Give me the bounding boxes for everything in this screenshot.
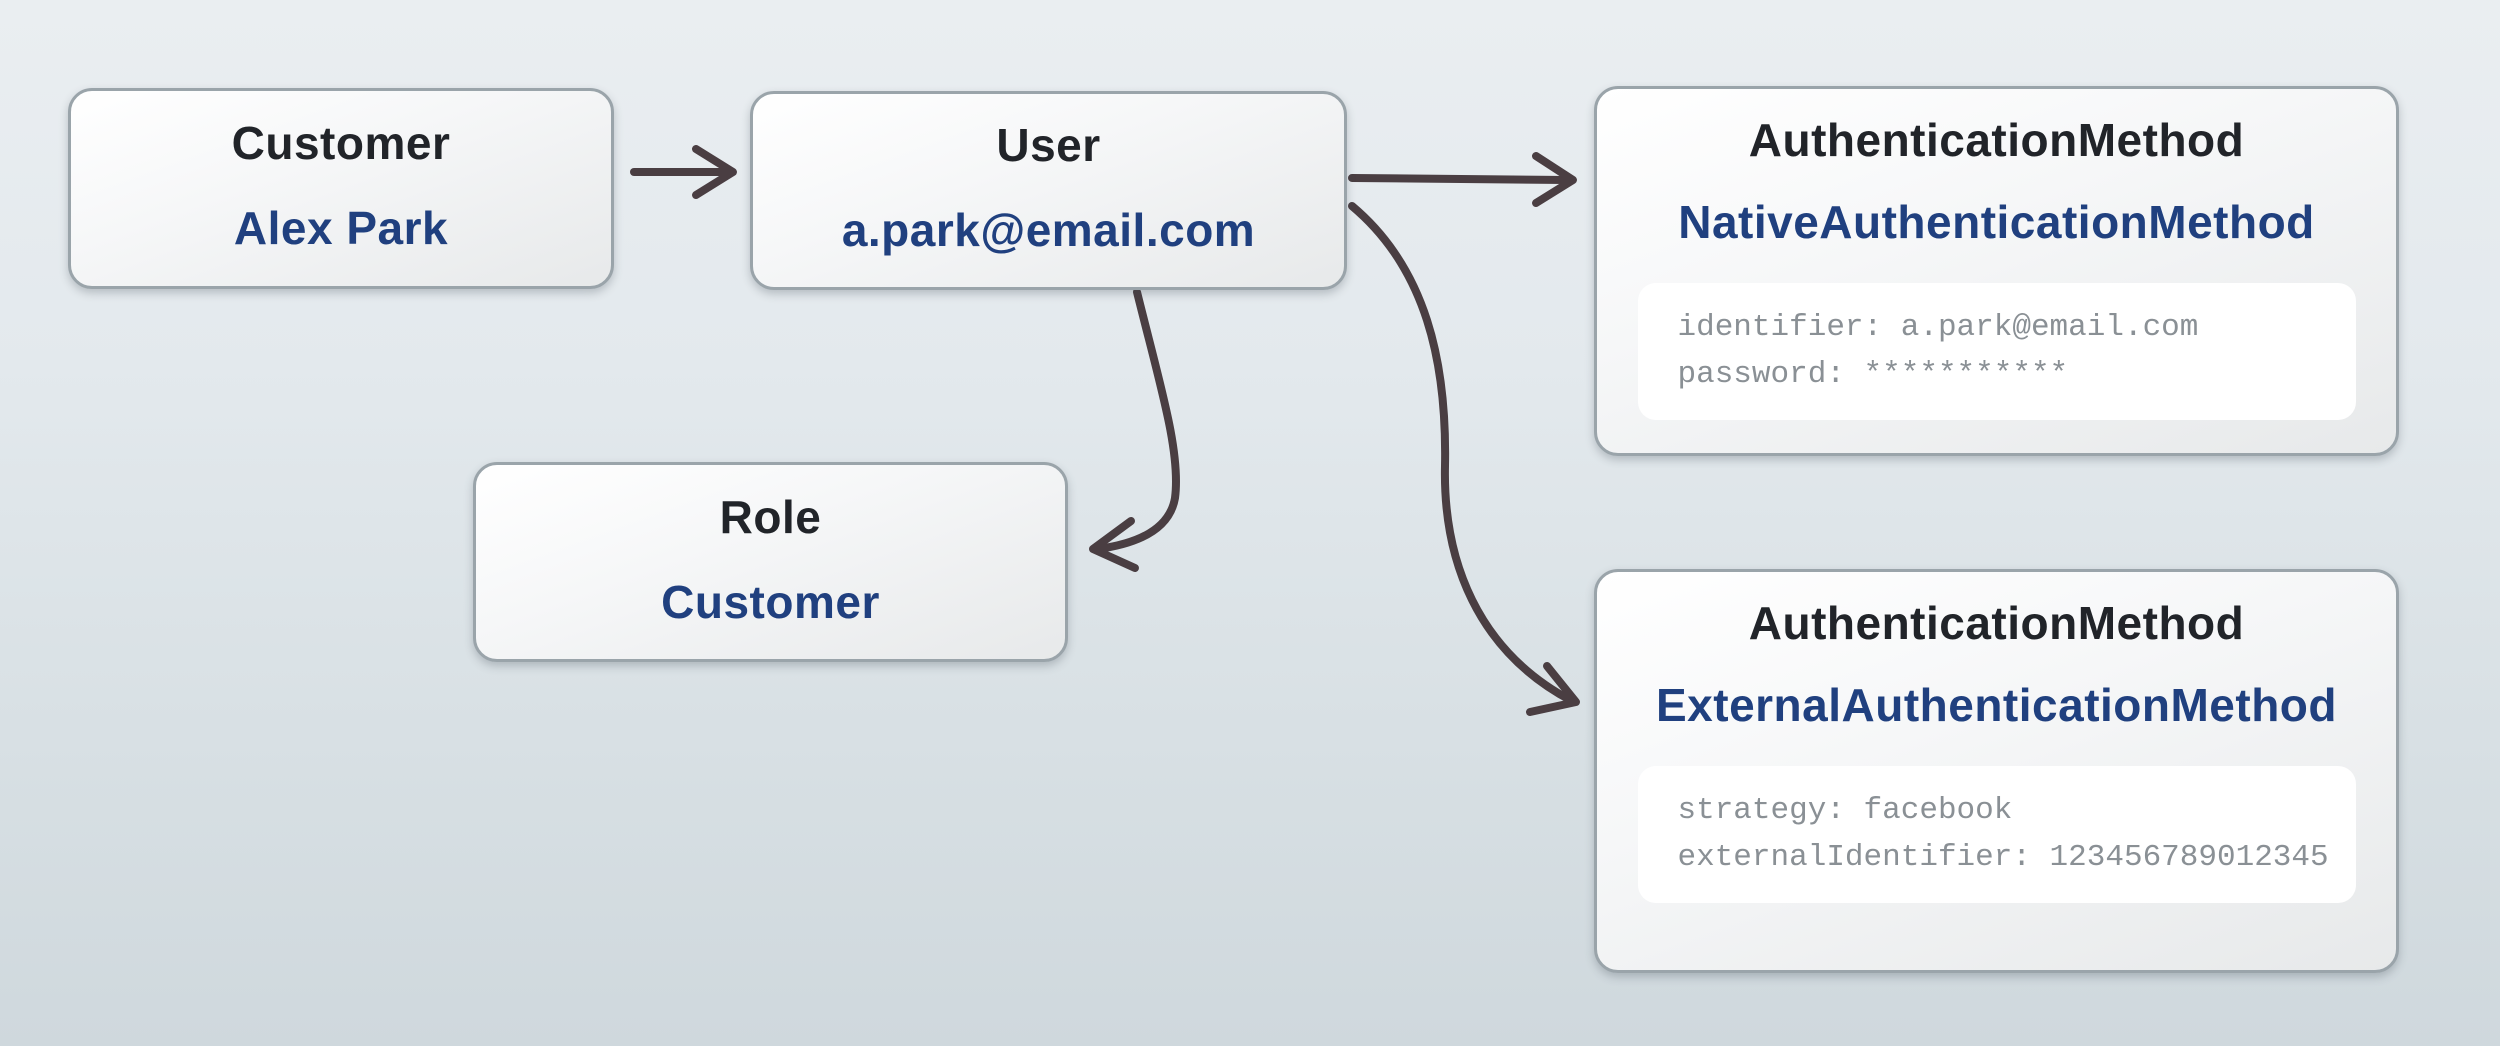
node-type-label: AuthenticationMethod — [1748, 114, 2245, 166]
node-value-label: Alex Park — [233, 202, 449, 254]
attribute-panel: strategy: facebook externalIdentifier: 1… — [1637, 766, 2356, 903]
node-auth-native: AuthenticationMethod NativeAuthenticatio… — [1594, 86, 2399, 456]
edge-customer-to-user — [630, 145, 737, 199]
node-value-label: NativeAuthenticationMethod — [1678, 196, 2315, 248]
node-auth-external: AuthenticationMethod ExternalAuthenticat… — [1594, 569, 2399, 973]
node-role: Role Customer — [473, 462, 1068, 662]
node-customer: Customer Alex Park — [68, 88, 614, 289]
node-value-label: a.park@email.com — [841, 204, 1256, 256]
node-user: User a.park@email.com — [750, 91, 1347, 290]
node-type-label: Role — [719, 490, 822, 543]
node-type-label: AuthenticationMethod — [1748, 597, 2245, 649]
attribute-panel: identifier: a.park@email.com password: *… — [1637, 283, 2356, 420]
edge-user-to-auth-external — [1348, 202, 1580, 716]
node-value-label: Customer — [661, 575, 880, 628]
attribute-identifier: identifier: a.park@email.com — [1677, 310, 2199, 345]
node-value-label: ExternalAuthenticationMethod — [1655, 679, 2338, 731]
attribute-strategy: strategy: facebook — [1677, 793, 2013, 828]
edge-user-to-role — [1089, 288, 1181, 572]
node-type-label: Customer — [231, 117, 451, 169]
attribute-external-identifier: externalIdentifier: 123456789012345 — [1677, 840, 2329, 875]
attribute-password: password: *********** — [1677, 357, 2069, 392]
edge-user-to-auth-native — [1348, 152, 1577, 207]
node-type-label: User — [996, 119, 1101, 171]
